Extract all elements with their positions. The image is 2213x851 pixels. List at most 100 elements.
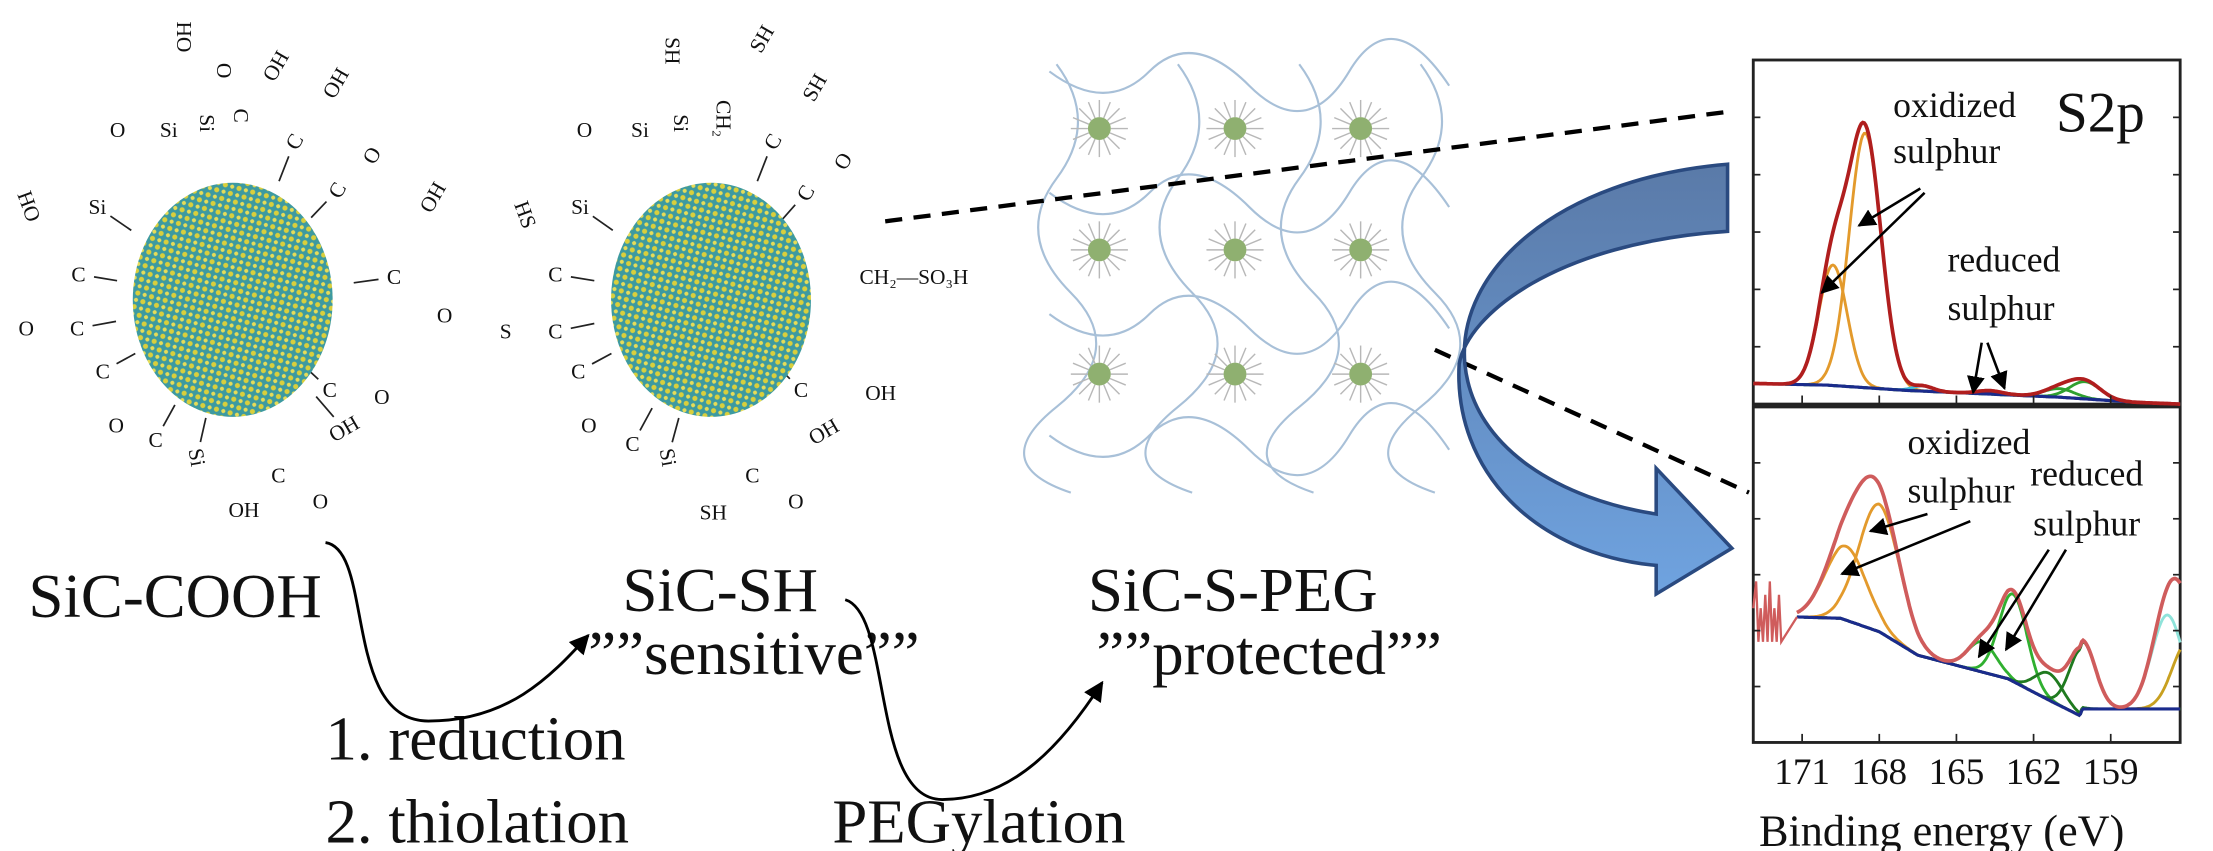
peg-chain: [1048, 159, 1451, 234]
bond-lines: [92, 156, 379, 443]
group-label: SH: [797, 70, 831, 106]
peg-ligand: [1072, 377, 1090, 386]
bond-line: [570, 322, 595, 330]
group-label: C: [759, 130, 787, 154]
annotation-bottom-reduced-2: sulphur: [2033, 503, 2140, 543]
peg-ligand: [1364, 223, 1373, 240]
peg-nanoparticle: [1087, 117, 1111, 140]
bond-line: [278, 156, 290, 182]
peg-ligand: [1103, 260, 1111, 277]
group-label: Si: [184, 446, 211, 468]
peg-ligand: [1339, 107, 1354, 121]
group-label: OH: [325, 411, 364, 447]
peg-ligand: [1370, 116, 1388, 125]
peg-ligand: [1370, 238, 1388, 247]
peg-nanoparticle: [1087, 362, 1111, 386]
peg-ligand: [1223, 384, 1232, 401]
peg-ligand: [1333, 238, 1351, 247]
peg-ligand: [1333, 253, 1351, 262]
bond-line: [591, 352, 612, 365]
annotation-top-reduced: reduced: [1947, 239, 2060, 279]
group-label: O: [788, 489, 803, 513]
peg-ligand: [1087, 347, 1096, 364]
group-label: C: [70, 317, 84, 341]
group-label: O: [109, 414, 124, 438]
peg-ligand: [1368, 257, 1382, 271]
peg-ligand: [1087, 260, 1096, 277]
group-label: Si: [160, 118, 178, 142]
group-label: Si: [655, 446, 682, 468]
peg-ligand: [1087, 138, 1096, 156]
peg-ligand: [1109, 253, 1127, 262]
group-label: HO: [172, 21, 196, 52]
peg-ligand: [1370, 253, 1388, 262]
peg-ligand: [1087, 223, 1096, 240]
peg-ligand: [1242, 381, 1256, 395]
peg-ligand: [1078, 381, 1092, 395]
peg-ligand: [1245, 377, 1262, 386]
group-label: SH: [745, 21, 779, 57]
group-label: O: [358, 143, 387, 168]
peg-ligand: [1368, 136, 1382, 150]
group-label: C: [71, 262, 85, 286]
peg-ligand: [1106, 107, 1121, 121]
label-sic-s-peg: SiC-S-PEG: [1088, 555, 1378, 625]
peg-ligand: [1078, 229, 1092, 243]
peg-ligand: [1238, 138, 1247, 156]
group-label: O: [110, 118, 125, 142]
peg-ligand: [1109, 132, 1127, 141]
group-label: Si: [571, 195, 589, 219]
bond-line: [310, 201, 328, 219]
peg-chain: [1023, 63, 1098, 494]
group-label: CH₂: [712, 100, 736, 137]
group-label: C: [229, 109, 253, 123]
annotation-bottom-oxidized-2: sulphur: [1907, 471, 2014, 511]
peg-ligand: [1238, 260, 1247, 277]
peg-ligand: [1223, 260, 1232, 277]
peg-ligand: [1339, 229, 1354, 243]
sic-nanoparticle-core: [132, 182, 333, 417]
group-label: C: [625, 432, 639, 456]
panel-top-frame: [1751, 58, 2182, 406]
x-tick-label: 171: [1774, 752, 1830, 793]
peg-ligand: [1368, 107, 1382, 121]
annotation-bottom-oxidized: oxidized: [1907, 422, 2030, 462]
peg-ligand: [1208, 132, 1225, 141]
group-label: Si: [669, 114, 693, 132]
group-label: C: [281, 130, 309, 154]
annotation-top-oxidized-2: sulphur: [1893, 131, 2000, 171]
peg-ligand: [1109, 238, 1127, 247]
bond-line: [639, 407, 653, 431]
group-label: SH: [700, 501, 727, 525]
peg-ligand: [1109, 116, 1127, 125]
peg-nanoparticle: [1223, 238, 1247, 262]
peg-ligand: [1109, 377, 1127, 386]
peg-ligand: [1238, 347, 1247, 364]
bond-line: [109, 215, 132, 232]
peg-ligand: [1072, 238, 1090, 247]
group-label: O: [577, 118, 592, 142]
label-sensitive: ””sensitive””: [588, 618, 919, 688]
group-label: OH: [804, 414, 843, 450]
peg-ligand: [1245, 362, 1262, 371]
peg-ligand: [1238, 223, 1247, 240]
peg-nanoparticle: [1223, 362, 1247, 386]
sic-nanoparticle-core: [611, 182, 811, 417]
peg-ligand: [1368, 229, 1382, 243]
peg-ligand: [1214, 107, 1228, 121]
peg-ligand: [1349, 384, 1357, 401]
bond-line: [592, 215, 614, 232]
peg-ligand: [1349, 347, 1357, 364]
peg-ligand: [1370, 377, 1388, 386]
label-sic-sh: SiC-SH: [622, 555, 818, 625]
peg-ligand: [1214, 257, 1228, 271]
peg-ligand: [1078, 257, 1092, 271]
peg-ligand: [1106, 353, 1121, 367]
peg-network: [1023, 37, 1462, 494]
group-label: O: [374, 385, 389, 409]
group-label: OH: [318, 64, 354, 103]
peg-ligand: [1106, 229, 1121, 243]
bond-line: [199, 417, 207, 443]
